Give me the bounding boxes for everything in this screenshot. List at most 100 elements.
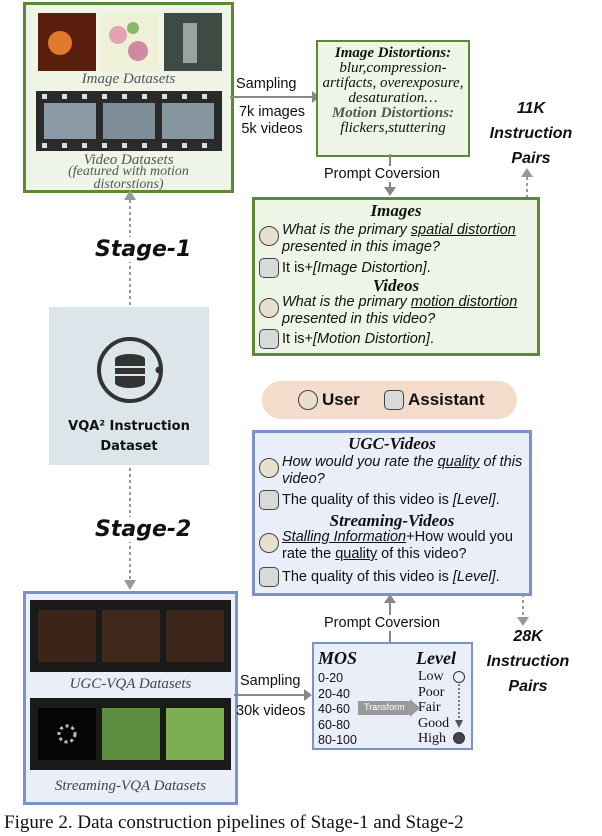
- videos-answer-post: .: [429, 330, 434, 347]
- quality-level: Poor: [418, 684, 445, 700]
- thumb-performer-glow: [48, 31, 72, 55]
- sad-face-icon: [453, 671, 465, 683]
- user-avatar-icon: [259, 298, 279, 318]
- role-legend: User Assistant: [262, 381, 517, 419]
- video-datasets-label: Video Datasets: [83, 152, 174, 168]
- streaming-answer-post: .: [495, 568, 500, 585]
- ugc-frame-1: [38, 610, 96, 662]
- stage1-vertical-arrow: [124, 190, 136, 306]
- videos-question-underline: motion distortion: [410, 294, 518, 310]
- videos-answer: It is+[Motion Distortion].: [259, 329, 434, 349]
- mos-ranges: 0-20 20-40 40-60 60-80 80-100: [318, 671, 357, 749]
- quality-level: Low: [418, 669, 444, 684]
- stage2-pairs-line3: Pairs: [508, 678, 548, 695]
- stage1-pairs-count: 11K: [516, 100, 546, 117]
- vqa-dataset-card: VQA² Instruction Dataset: [49, 307, 209, 465]
- stage1-count-images: 7k images: [238, 104, 306, 120]
- ugc-question: How would you rate the quality of this v…: [259, 454, 525, 488]
- level-title: Level: [416, 648, 456, 668]
- videos-question-post: presented in this video?: [282, 311, 436, 327]
- motion-distortions-title: Motion Distortions:: [331, 105, 455, 121]
- stage1-pairs: 11K Instruction Pairs: [476, 96, 586, 171]
- assistant-legend-icon: [384, 390, 404, 410]
- streaming-answer: The quality of this video is [Level].: [259, 567, 500, 587]
- mos-range: 80-100: [318, 733, 357, 747]
- stream-frame-2: [102, 708, 160, 760]
- dataset-title: VQA² Instruction Dataset: [49, 417, 209, 457]
- happy-face-icon: [453, 732, 465, 744]
- filmstrip-holes: [42, 94, 207, 148]
- ugc-question-underline: quality: [437, 454, 480, 470]
- streaming-question-mid: +How would you rate the: [282, 529, 513, 562]
- stage2-pairs-count: 28K: [513, 628, 543, 645]
- stage2-label: Stage-2: [92, 517, 195, 542]
- videos-question-pre: What is the primary: [282, 294, 411, 310]
- images-question-pre: What is the primary: [282, 222, 411, 238]
- streaming-question-post: of this video?: [377, 546, 467, 562]
- stage1-label: Stage-1: [92, 237, 195, 262]
- videos-answer-pre: It is+: [282, 330, 314, 347]
- images-answer-post: .: [426, 259, 431, 276]
- quality-level: Fair: [418, 700, 441, 715]
- thumb-flower-2: [128, 41, 148, 61]
- transform-label: Transform: [364, 702, 405, 712]
- transform-arrow: [358, 699, 420, 717]
- quality-level: Good: [418, 715, 450, 731]
- ugc-title: UGC-Videos: [348, 434, 436, 453]
- stage1-prompt-label: Prompt Coversion: [322, 166, 443, 182]
- images-question-post: presented in this image?: [282, 239, 440, 255]
- ugc-answer: The quality of this video is [Level].: [259, 490, 500, 510]
- image-datasets-label: Image Datasets: [81, 71, 176, 87]
- stage2-pairs-arrow: [517, 594, 529, 626]
- stream-frame-3: [166, 708, 224, 760]
- images-question-underline: spatial distortion: [410, 222, 516, 238]
- motion-distortions-list: flickers,stuttering: [340, 120, 446, 136]
- stage2-pairs-line2: Instruction: [486, 653, 570, 670]
- stage1-pairs-line3: Pairs: [511, 150, 551, 167]
- user-avatar-icon: [259, 533, 279, 553]
- frame-3: [162, 103, 214, 139]
- stage2-sampling-arrow: [234, 689, 312, 701]
- ugc-frame-2: [102, 610, 160, 662]
- ugc-answer-pre: The quality of this video is: [282, 491, 453, 508]
- streaming-filmstrip: [30, 698, 231, 770]
- stage2-sampling-label: Sampling: [240, 673, 301, 689]
- stage1-pairs-arrow: [521, 168, 533, 198]
- ugc-filmstrip: [30, 600, 231, 672]
- streaming-title: Streaming-Videos: [329, 511, 455, 530]
- stage2-pairs: 28K Instruction Pairs: [472, 624, 584, 699]
- mos-range: 20-40: [318, 686, 350, 701]
- stage2-qa-box: UGC-Videos How would you rate the qualit…: [252, 430, 532, 596]
- assistant-robot-icon: [259, 490, 279, 510]
- streaming-question-underline-1: Stalling Information: [282, 529, 407, 545]
- thumb-flower-1: [109, 26, 127, 44]
- images-title: Images: [370, 201, 422, 220]
- images-answer-pre: It is+: [282, 259, 314, 276]
- assistant-robot-icon: [259, 329, 279, 349]
- user-legend-icon: [298, 390, 318, 410]
- figure-caption: Figure 2. Data construction pipelines of…: [4, 812, 464, 833]
- dataset-title-line2: Dataset: [100, 439, 158, 454]
- mos-range: 40-60: [318, 702, 350, 716]
- frame-2: [103, 103, 155, 139]
- stage1-source-panel: Image Datasets Video Datasets (featured …: [23, 2, 234, 193]
- level-scale-arrow: [455, 684, 463, 728]
- user-legend-label: User: [322, 390, 360, 409]
- ugc-frame-3: [166, 610, 224, 662]
- assistant-robot-icon: [259, 258, 279, 278]
- stage1-sampling-arrow: [230, 91, 320, 103]
- ugc-question-post: of this video?: [282, 454, 523, 487]
- ugc-answer-italic: [Level]: [452, 491, 496, 508]
- mos-range: 0-20: [318, 671, 344, 685]
- user-avatar-icon: [259, 226, 279, 246]
- user-avatar-icon: [259, 458, 279, 478]
- stage1-count-videos: 5k videos: [241, 121, 303, 137]
- ugc-answer-post: .: [495, 491, 500, 508]
- stage2-prompt-label: Prompt Coversion: [322, 615, 443, 631]
- image-distortions-title: Image Distortions:: [334, 45, 452, 61]
- streaming-answer-pre: The quality of this video is: [282, 568, 453, 585]
- quality-level: High: [418, 731, 446, 746]
- streaming-answer-italic: [Level]: [452, 568, 496, 585]
- video-datasets-note: (featured with motion distorstions): [68, 164, 189, 192]
- assistant-legend-label: Assistant: [408, 390, 485, 409]
